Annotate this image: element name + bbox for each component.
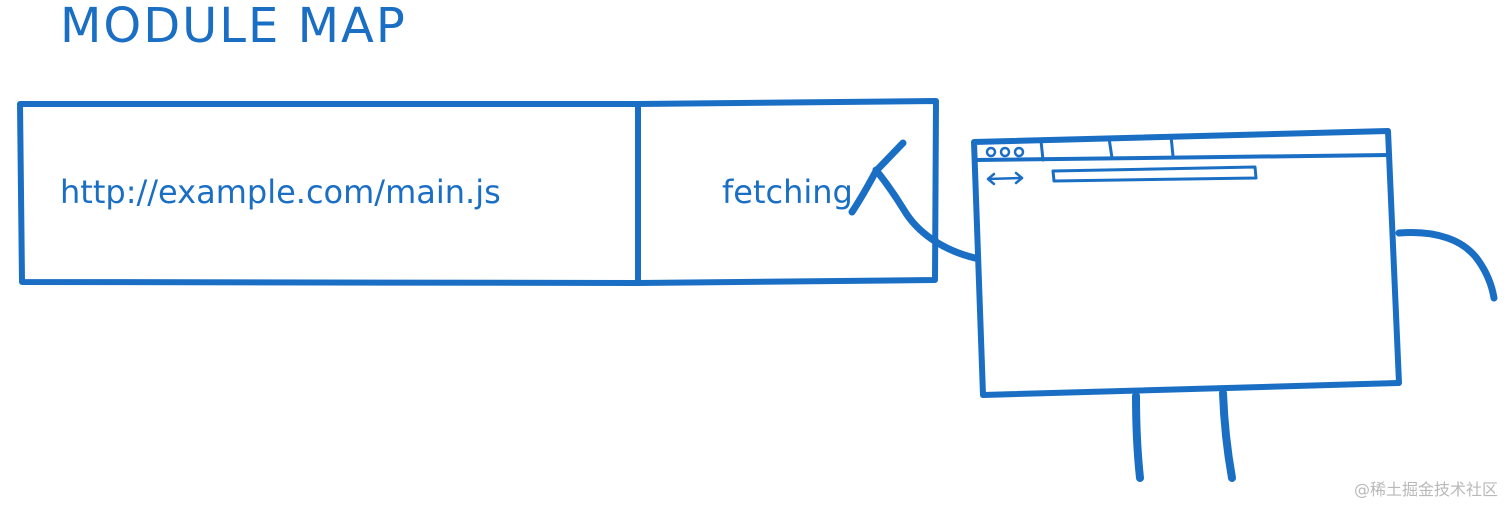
browser-tab-divider: [1039, 139, 1045, 162]
module-map-table: [17, 98, 939, 286]
browser-tab-bar-line: [974, 153, 1391, 162]
back-forward-arrows-icon: [986, 171, 1024, 186]
browser-right-arm: [1395, 228, 1498, 302]
browser-left-hand: [848, 139, 907, 216]
browser-right-leg: [1219, 389, 1236, 482]
window-control-dots-icon: [985, 146, 1025, 158]
module-status-cell: fetching: [722, 173, 853, 211]
page-title: MODULE MAP: [60, 0, 407, 54]
browser-tab-divider: [1107, 136, 1114, 160]
browser-window-icon: [848, 128, 1498, 482]
browser-tab-divider: [1169, 134, 1175, 158]
browser-left-arm: [872, 166, 979, 262]
browser-window-frame: [971, 128, 1402, 398]
browser-left-leg: [1132, 392, 1144, 482]
browser-address-bar: [1051, 165, 1258, 183]
watermark: @稀土掘金技术社区: [1353, 480, 1498, 499]
module-url-cell: http://example.com/main.js: [60, 173, 501, 211]
